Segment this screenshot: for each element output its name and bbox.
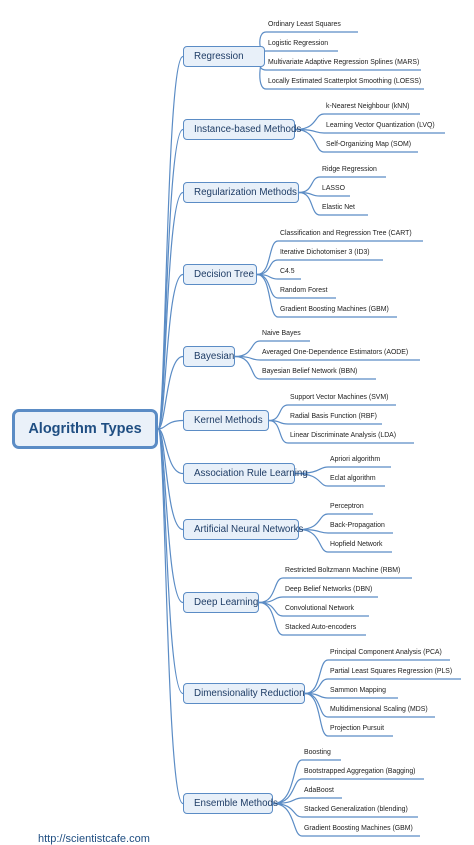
algorithm-label: Stacked Auto-encoders xyxy=(285,624,357,631)
algorithm-label: Projection Pursuit xyxy=(330,725,385,732)
algorithm-label: Multivariate Adaptive Regression Splines… xyxy=(268,59,420,66)
algorithm-label: Linear Discriminate Analysis (LDA) xyxy=(290,432,397,439)
leaf-connector xyxy=(294,472,385,487)
algorithm-label: Bayesian Belief Network (BBN) xyxy=(262,368,358,375)
category-node: Decision Tree xyxy=(183,264,257,285)
algorithm-label: Radial Basis Function (RBF) xyxy=(290,413,377,420)
leaf-connector xyxy=(298,176,386,194)
algorithm-label: AdaBoost xyxy=(304,787,334,794)
category-node: Regularization Methods xyxy=(183,182,299,203)
leaf-connector xyxy=(272,778,424,805)
algorithm-label: Ridge Regression xyxy=(322,166,377,173)
leaf-connector xyxy=(268,404,396,422)
leaf-connector xyxy=(294,113,420,131)
category-node: Instance-based Methods xyxy=(183,119,301,140)
algorithm-label: Support Vector Machines (SVM) xyxy=(290,394,389,401)
algorithm-label: Deep Belief Networks (DBN) xyxy=(285,586,373,593)
leaf-connector xyxy=(268,419,414,444)
root-connector xyxy=(157,55,184,430)
algorithm-label: Eclat algorithm xyxy=(330,475,376,482)
root-connector xyxy=(157,428,184,805)
leaf-connector xyxy=(304,678,461,695)
algorithm-label: Learning Vector Quantization (LVQ) xyxy=(326,122,435,129)
watermark-url: http://scientistcafe.com xyxy=(38,833,150,845)
category-node: Dimensionality Reduction xyxy=(183,683,305,704)
root-connector xyxy=(157,355,184,430)
algorithm-label: Gradient Boosting Machines (GBM) xyxy=(280,306,389,313)
algorithm-label: Random Forest xyxy=(280,287,328,294)
leaf-connector xyxy=(298,191,368,216)
algorithm-label: Restricted Boltzmann Machine (RBM) xyxy=(285,567,401,574)
leaf-connector xyxy=(272,759,341,805)
algorithm-label: Logistic Regression xyxy=(268,40,329,47)
leaf-connector xyxy=(298,528,392,553)
algorithm-label: Naive Bayes xyxy=(262,330,301,337)
root-node: Alogrithm Types xyxy=(12,409,158,449)
algorithm-label: Locally Estimated Scatterplot Smoothing … xyxy=(268,78,422,85)
algorithm-label: C4.5 xyxy=(280,268,295,275)
leaf-connector xyxy=(256,273,397,318)
leaf-connector xyxy=(294,128,445,134)
leaf-connector xyxy=(258,577,412,604)
category-node: Deep Learning xyxy=(183,592,259,613)
algorithm-label: Elastic Net xyxy=(322,204,355,211)
leaf-connector xyxy=(298,513,373,531)
algorithm-label: Apriori algorithm xyxy=(330,456,381,463)
root-connector xyxy=(157,419,184,430)
algorithm-label: Ordinary Least Squares xyxy=(268,21,341,28)
algorithm-label: Convolutional Network xyxy=(285,605,354,612)
algorithm-label: Back-Propagation xyxy=(330,522,385,529)
algorithm-label: Stacked Generalization (blending) xyxy=(304,806,408,813)
algorithm-label: Multidimensional Scaling (MDS) xyxy=(330,706,428,713)
algorithm-label: Iterative Dichotomiser 3 (ID3) xyxy=(280,249,370,256)
category-node: Artificial Neural Networks xyxy=(183,519,303,540)
algorithm-label: Principal Component Analysis (PCA) xyxy=(330,649,442,656)
algorithm-label: Partial Least Squares Regression (PLS) xyxy=(330,668,453,675)
leaf-connector xyxy=(294,128,418,153)
algorithm-label: LASSO xyxy=(322,185,345,192)
category-node: Association Rule Learning xyxy=(183,463,308,484)
algorithm-label: Hopfield Network xyxy=(330,541,383,548)
category-node: Regression xyxy=(183,46,265,67)
leaf-connector xyxy=(234,355,376,380)
leaf-connector xyxy=(298,528,393,534)
algorithm-label: k-Nearest Neighbour (kNN) xyxy=(326,103,410,110)
leaf-connector xyxy=(258,596,378,604)
algorithm-label: Averaged One-Dependence Estimators (AODE… xyxy=(262,349,409,356)
leaf-connector xyxy=(294,466,391,475)
leaf-connector xyxy=(256,240,423,276)
leaf-connector xyxy=(304,659,450,695)
leaf-connector xyxy=(272,802,420,837)
root-connector xyxy=(157,273,184,430)
leaf-connector xyxy=(259,50,338,58)
leaf-connector xyxy=(234,340,310,358)
leaf-connector xyxy=(258,601,366,636)
leaf-connector xyxy=(304,692,393,737)
algorithm-label: Perceptron xyxy=(330,503,364,510)
leaf-connector xyxy=(234,355,420,361)
category-node: Kernel Methods xyxy=(183,410,269,431)
algorithm-label: Gradient Boosting Machines (GBM) xyxy=(304,825,413,832)
leaf-connector xyxy=(268,419,382,425)
algorithm-label: Classification and Regression Tree (CART… xyxy=(280,230,412,237)
algorithm-label: Bootstrapped Aggregation (Bagging) xyxy=(304,768,416,775)
algorithm-label: Boosting xyxy=(304,749,331,756)
algorithm-label: Self-Organizing Map (SOM) xyxy=(326,141,412,148)
leaf-connector xyxy=(256,259,383,276)
category-node: Bayesian xyxy=(183,346,235,367)
algorithm-label: Sammon Mapping xyxy=(330,687,386,694)
category-node: Ensemble Methods xyxy=(183,793,278,814)
